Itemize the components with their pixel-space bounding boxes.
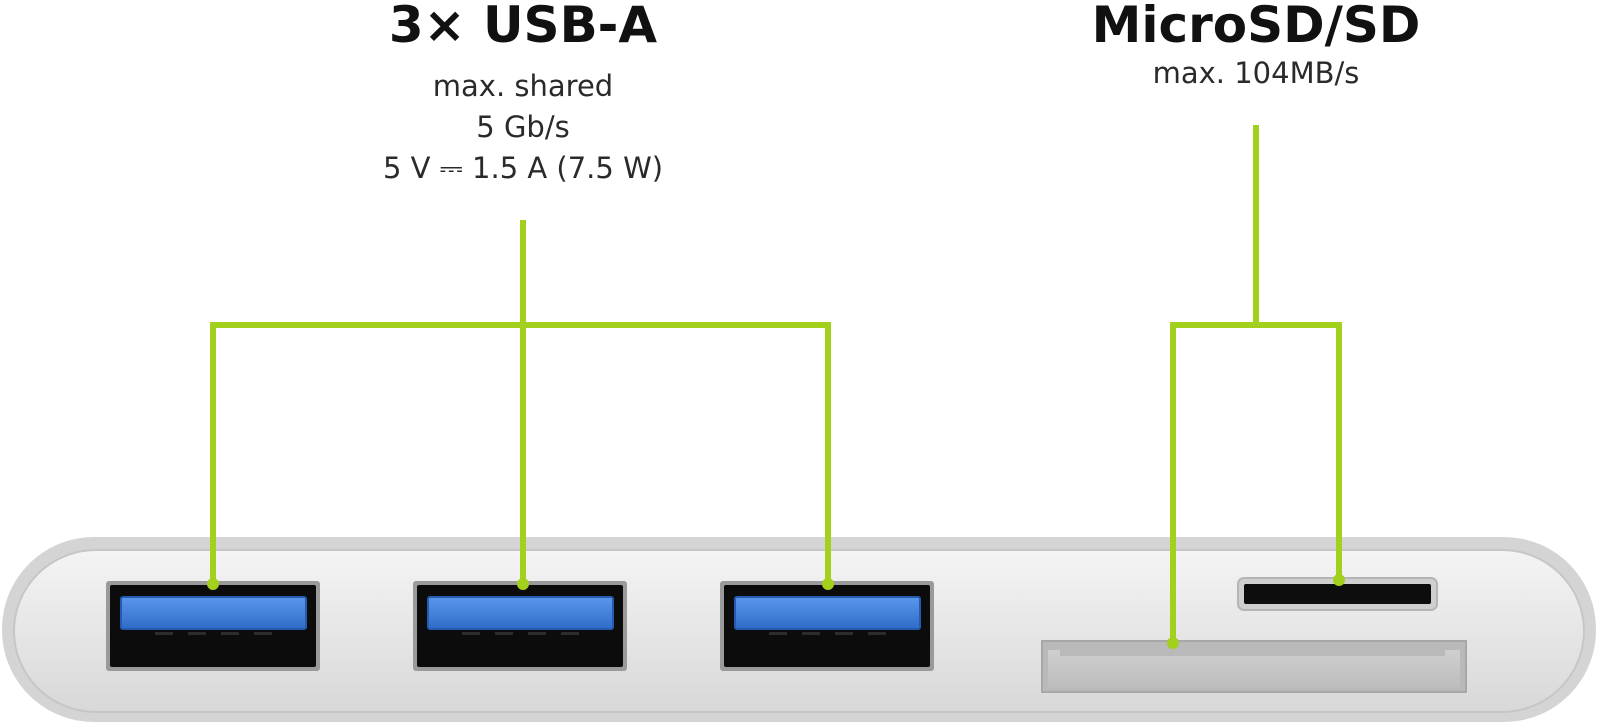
usb-callout-dot bbox=[822, 578, 834, 590]
microsd-slot-opening bbox=[1244, 584, 1431, 604]
usb-title: 3× USB-A bbox=[389, 0, 658, 54]
microsd-slot bbox=[1237, 577, 1438, 611]
usb-spec-line: 5 Gb/s bbox=[476, 110, 569, 144]
usb-port-tongue bbox=[427, 596, 614, 630]
usb-port-pins bbox=[462, 632, 579, 635]
card-title: MicroSD/SD bbox=[1092, 0, 1421, 54]
usb-callout-dot bbox=[207, 578, 219, 590]
usb-spec-line: max. shared bbox=[433, 69, 613, 103]
usb-port-pins bbox=[769, 632, 886, 635]
sd-slot bbox=[1041, 640, 1467, 693]
usb-label-group: 3× USB-A max. shared 5 Gb/s 5 V ⎓ 1.5 A … bbox=[383, 0, 663, 185]
usb-port-tongue bbox=[734, 596, 921, 630]
usb-a-port bbox=[413, 581, 627, 671]
usb-callout-dot bbox=[517, 578, 529, 590]
usb-port-tongue bbox=[120, 596, 307, 630]
card-callout-dot bbox=[1333, 574, 1345, 586]
card-spec-line: max. 104MB/s bbox=[1153, 56, 1360, 90]
card-label-group: MicroSD/SD max. 104MB/s bbox=[1092, 0, 1421, 90]
usb-callout-lines bbox=[207, 220, 834, 590]
usb-spec-line: 5 V ⎓ 1.5 A (7.5 W) bbox=[383, 151, 663, 185]
card-callout-lines bbox=[1167, 125, 1345, 649]
card-callout-dot bbox=[1167, 637, 1179, 649]
usb-a-port bbox=[720, 581, 934, 671]
sd-slot-opening bbox=[1048, 650, 1460, 688]
usb-port-pins bbox=[155, 632, 272, 635]
usb-a-port bbox=[106, 581, 320, 671]
